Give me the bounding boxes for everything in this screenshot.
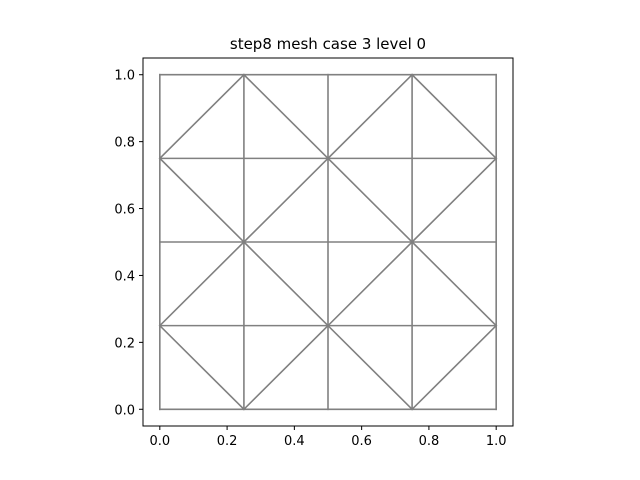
mesh-edge-19 <box>242 240 330 327</box>
mesh-edge-25 <box>410 324 498 411</box>
mesh-edge-10 <box>158 73 246 160</box>
mesh-edge-18 <box>158 240 246 327</box>
y-tick-label: 0.0 <box>114 403 135 418</box>
x-tick-label: 0.0 <box>149 434 170 449</box>
axes-frame <box>142 57 514 427</box>
mesh-lines <box>158 73 498 411</box>
y-tick-label: 0.2 <box>114 336 135 351</box>
mesh-edge-20 <box>326 240 414 327</box>
y-axis-ticks: 0.0 0.2 0.4 0.6 0.8 1.0 <box>114 69 143 418</box>
mesh-edge-14 <box>158 157 246 244</box>
mesh-edge-16 <box>326 157 414 244</box>
y-tick-label: 0.6 <box>114 203 135 218</box>
mesh-edge-24 <box>326 324 414 411</box>
mesh-edge-21 <box>410 240 498 327</box>
x-tick-label: 0.8 <box>419 434 440 449</box>
chart-title: step8 mesh case 3 level 0 <box>230 35 426 53</box>
x-tick-label: 1.0 <box>486 434 507 449</box>
mesh-edge-22 <box>158 324 246 411</box>
y-tick-label: 1.0 <box>114 69 135 84</box>
mesh-edge-13 <box>410 73 498 160</box>
mesh-edge-11 <box>242 73 330 160</box>
y-tick-label: 0.8 <box>114 136 135 151</box>
mesh-edge-12 <box>326 73 414 160</box>
mesh-edge-23 <box>242 324 330 411</box>
y-tick-label: 0.4 <box>114 269 135 284</box>
mesh-edge-17 <box>410 157 498 244</box>
mesh-edge-15 <box>242 157 330 244</box>
x-tick-label: 0.4 <box>284 434 305 449</box>
x-tick-label: 0.6 <box>351 434 372 449</box>
x-tick-label: 0.2 <box>217 434 238 449</box>
x-axis-ticks: 0.0 0.2 0.4 0.6 0.8 1.0 <box>149 426 507 449</box>
